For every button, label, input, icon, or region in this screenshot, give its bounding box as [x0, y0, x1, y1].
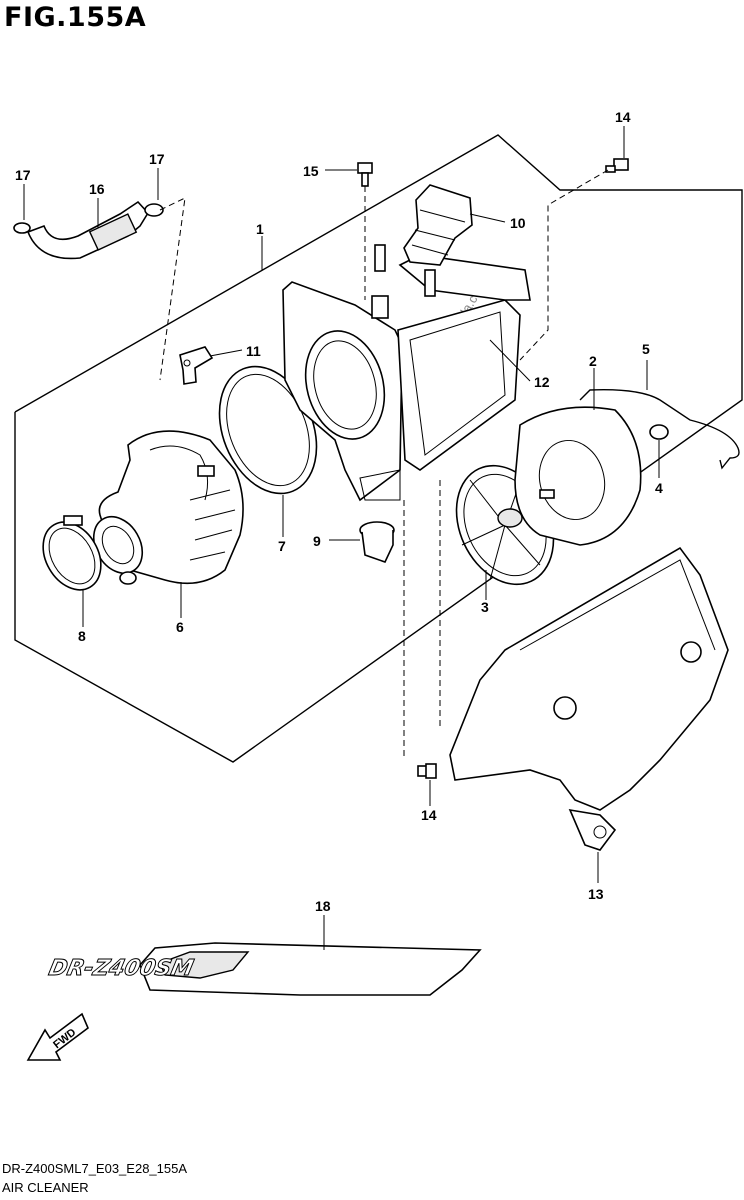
intake-boot-part	[92, 430, 244, 585]
callout-9: 9	[313, 533, 321, 549]
breather-hose-part	[13, 200, 164, 260]
callout-17-left: 17	[15, 167, 31, 183]
callout-8: 8	[78, 628, 86, 644]
decal-text: DR-Z400SM	[46, 955, 195, 981]
callout-14-bottom: 14	[421, 807, 437, 823]
callout-4: 4	[655, 480, 663, 496]
assembly-frame	[14, 134, 743, 763]
callout-5: 5	[642, 341, 650, 357]
callout-18: 18	[315, 898, 331, 914]
bolt-14-top-part	[605, 158, 629, 173]
emblem-decal-part: DR-Z400SM	[46, 942, 482, 996]
callout-16: 16	[89, 181, 105, 197]
callout-6: 6	[176, 619, 184, 635]
callout-3: 3	[481, 599, 489, 615]
callout-12: 12	[534, 374, 550, 390]
fwd-arrow-icon: FWD	[26, 1012, 89, 1061]
grommet-part	[649, 424, 669, 440]
callout-1: 1	[256, 221, 264, 237]
callout-15: 15	[303, 163, 319, 179]
inlet-duct-part	[403, 184, 473, 266]
callout-7: 7	[278, 538, 286, 554]
elbow-fitting-part	[179, 346, 214, 385]
bolt-14-top-guide	[519, 169, 609, 361]
holder-wire-part	[579, 389, 740, 470]
air-filter-element-part	[514, 406, 642, 546]
bolt-14-bottom-part	[417, 763, 437, 779]
hose-clamp-part	[42, 515, 102, 591]
diagram-code: DR-Z400SML7_E03_E28_155A	[2, 1161, 188, 1176]
figure-title: FIG.155A	[4, 2, 147, 33]
callout-13: 13	[588, 886, 604, 902]
callout-2: 2	[589, 353, 597, 369]
air-cleaner-case-part	[282, 254, 531, 502]
hose-guide-line	[159, 197, 186, 381]
section-name: AIR CLEANER	[2, 1180, 89, 1195]
callout-10: 10	[510, 215, 526, 231]
drain-cap-part	[359, 521, 395, 563]
callout-11: 11	[246, 343, 261, 359]
callout-14-top: 14	[615, 109, 631, 125]
bolt-15-part	[357, 162, 373, 187]
callout-17-right: 17	[149, 151, 165, 167]
mounting-pins-part	[371, 244, 436, 319]
side-cover-part	[449, 546, 729, 851]
